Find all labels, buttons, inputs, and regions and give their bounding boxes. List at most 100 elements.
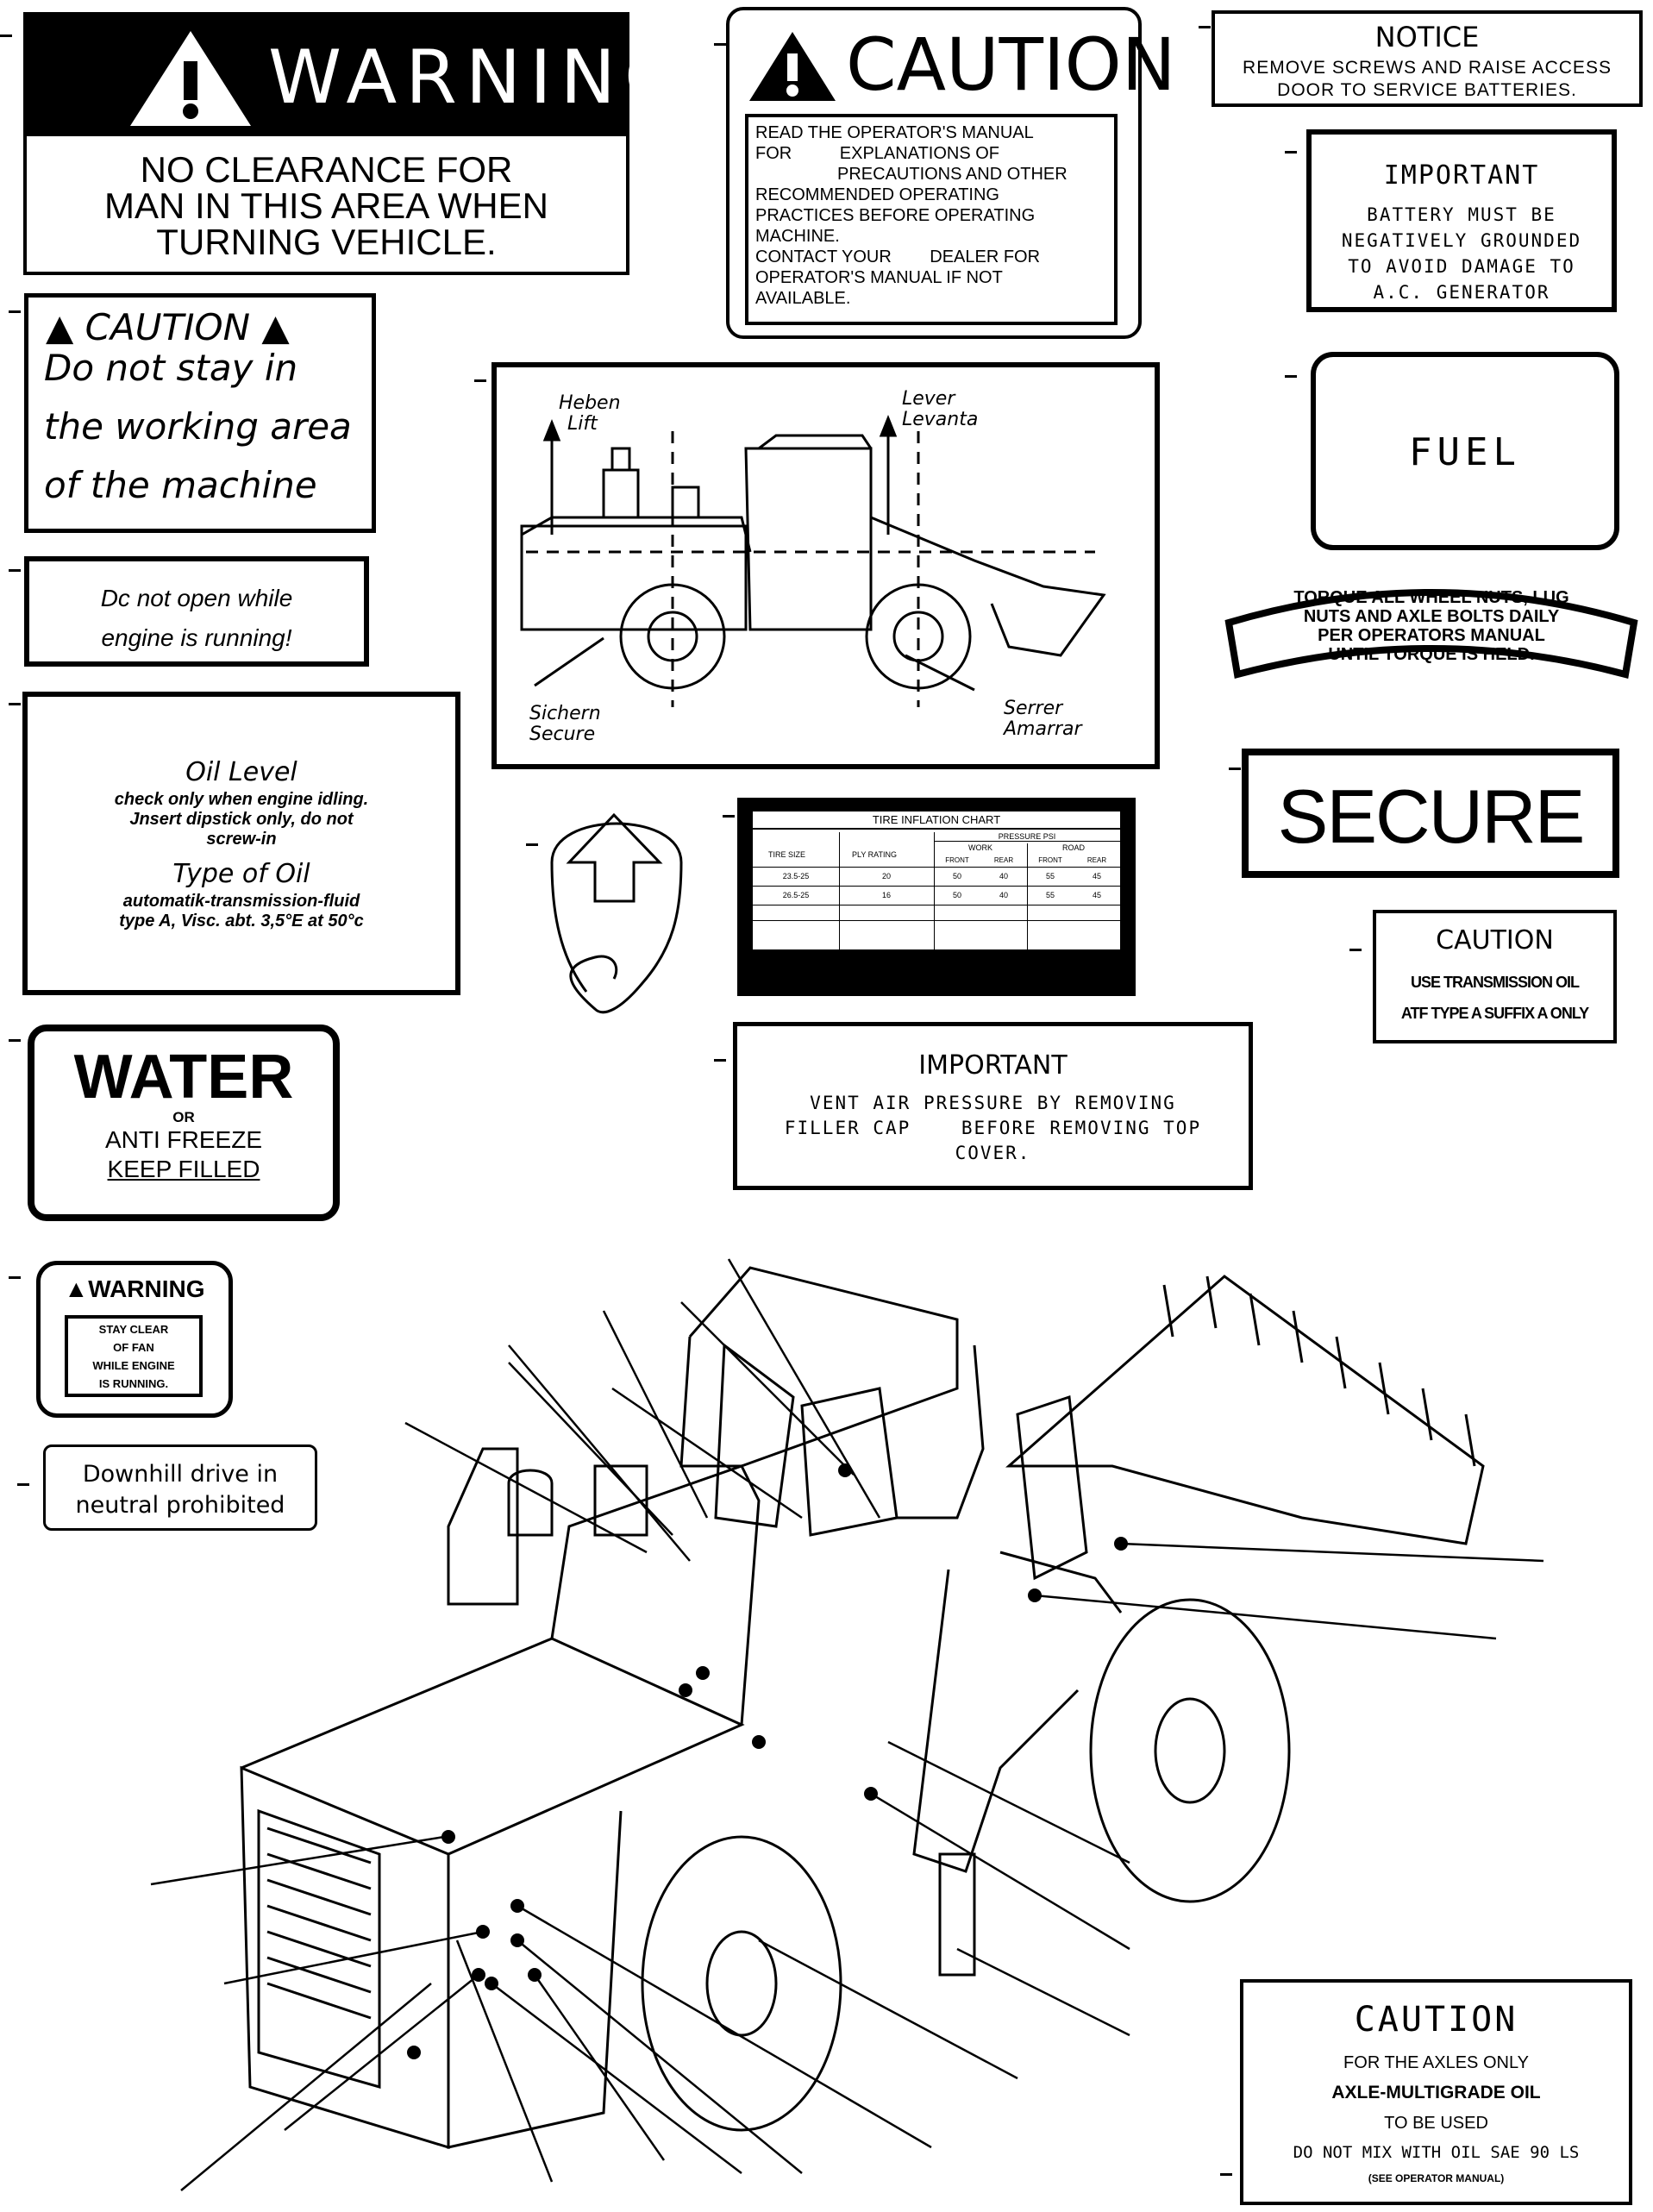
leader-dots [407,1463,1128,2059]
do-not-open-text: Dc not open while engine is running! [29,579,364,658]
cell: 20 [881,872,891,880]
text-line: VENT AIR PRESSURE BY REMOVING [810,1093,1176,1113]
decal-important-vent: IMPORTANT VENT AIR PRESSURE BY REMOVING … [733,1022,1253,1190]
text-line: Sichern [529,703,601,724]
cell: 40 [999,872,1008,880]
decal-secure: SECURE [1242,749,1619,878]
warning-triangle-icon [749,32,836,101]
text-line: Lift [567,413,598,435]
marker-dash [0,34,12,37]
decal-lift-diagram: Heben Lift Lever Levanta Sichern Secure … [492,362,1160,769]
lift-label: Heben Lift [559,393,621,435]
tire-subheaders: FRONT REAR FRONT REAR [934,856,1120,864]
caution-axles-line: FOR THE AXLES ONLY [1343,2053,1529,2072]
text-line: type A, Visc. abt. 3,5°E at 50°c [119,912,364,931]
decal-notice-batteries: NOTICE REMOVE SCREWS AND RAISE ACCESS DO… [1212,10,1643,107]
caution-axles-line: DO NOT MIX WITH OIL SAE 90 LS [1293,2143,1580,2162]
loader-side-view [520,414,1106,707]
text-line: IS RUNNING. [98,1377,169,1390]
fuel-label: FUEL [1409,430,1521,474]
important-header: IMPORTANT [918,1050,1068,1081]
oil-type-title: Type of Oil [172,859,310,889]
text-line: UNTIL TORQUE IS HELD. [1328,645,1535,664]
decal-oil-level: Oil Level check only when engine idling.… [22,692,460,995]
important-header: IMPORTANT [1383,160,1540,191]
text-line: Amarrar [1004,718,1082,740]
text-line: OPERATOR'S MANUAL IF NOT [755,268,1003,287]
text-line: Do not stay in [44,347,298,389]
text-line: FOR EXPLANATIONS OF [755,144,1000,163]
text-line: PRECAUTIONS AND OTHER [837,165,1068,184]
marker-dash [714,1059,726,1062]
caution-header: CAUTION [1436,925,1554,956]
text-line: READ THE OPERATOR'S MANUAL [755,123,1034,142]
lift-hook-symbol [550,812,683,1014]
work-header: WORK [968,843,992,852]
warning-header-bar: WARNING [27,16,682,136]
serrer-label: Serrer Amarrar [1004,699,1082,740]
oil-type-text: automatik-transmission-fluid type A, Vis… [28,892,455,931]
text-line: engine is running! [101,624,292,651]
marker-dash [1229,768,1241,770]
water-or: OR [172,1109,195,1125]
caution-header-text: CAUTION [85,306,250,348]
text-line: BATTERY MUST BE [1367,204,1556,225]
text-line: MACHINE. [755,227,840,246]
text-line: A.C. GENERATOR [1373,282,1550,303]
cell: 26.5-25 [782,891,810,899]
sub-header: REAR [1086,856,1107,864]
caution-transmission-text: USE TRANSMISSION OIL ATF TYPE A SUFFIX A… [1376,967,1613,1029]
marker-dash [526,843,538,846]
decal-warning-fan: ▲WARNING STAY CLEAR OF FAN WHILE ENGINE … [36,1261,233,1418]
text-line: Heben [559,392,621,414]
marker-dash [474,379,486,382]
cell: 45 [1092,872,1101,880]
oil-level-text: check only when engine idling. Jnsert di… [28,790,455,849]
important-battery-text: BATTERY MUST BE NEGATIVELY GROUNDED TO A… [1312,202,1612,305]
text-line: ATF TYPE A SUFFIX A ONLY [1400,1005,1589,1022]
text-line: CONTACT YOUR DEALER FOR [755,248,1041,266]
text-line: REMOVE SCREWS AND RAISE ACCESS [1243,58,1612,78]
text-line: screw-in [206,830,277,849]
water-line1: ANTI FREEZE [104,1126,262,1153]
text-line: FILLER CAP BEFORE REMOVING TOP [784,1118,1202,1138]
text-line: MAN IN THIS AREA WHEN [104,185,548,226]
text-line: the working area [44,405,352,448]
marker-dash [1220,2173,1232,2176]
sub-header: REAR [993,856,1014,864]
decal-caution-axles: CAUTION FOR THE AXLES ONLY AXLE-MULTIGRA… [1240,1979,1632,2205]
torque-text: TORQUE ALL WHEEL NUTS, LUG NUTS AND AXLE… [1220,588,1643,664]
caution-axles-line: TO BE USED [1384,2114,1488,2133]
marker-dash [9,1039,21,1042]
tire-chart-title: TIRE INFLATION CHART [753,813,1120,830]
text-line: PER OPERATORS MANUAL [1318,626,1545,645]
warning-fan-header: ▲WARNING [41,1275,229,1303]
warning-triangle-icon: ▲ [46,306,74,348]
text-line: automatik-transmission-fluid [122,892,360,911]
water-line2: KEEP FILLED [107,1156,260,1182]
text-line: neutral prohibited [75,1492,285,1519]
text-line: RECOMMENDED OPERATING [755,185,999,204]
decal-tire-chart: TIRE INFLATION CHART PRESSURE PSI TIRE S… [737,798,1136,996]
leader-lines [150,1258,1544,2191]
cell: 40 [999,891,1008,899]
text-line: TO AVOID DAMAGE TO [1348,256,1575,277]
marker-dash [9,703,21,705]
warning-triangle-icon [130,31,251,126]
marker-dash [1199,26,1211,28]
text-line: NEGATIVELY GROUNDED [1341,230,1582,251]
cell: 23.5-25 [782,872,810,880]
text-line: OF FAN [113,1341,154,1354]
tire-chart-table: TIRE INFLATION CHART PRESSURE PSI TIRE S… [753,811,1120,949]
cell: 55 [1045,891,1055,899]
cell: 50 [952,891,961,899]
text-line: NUTS AND AXLE BOLTS DAILY [1303,607,1560,626]
cell: 45 [1092,891,1101,899]
table-row: 23.5-25 20 50 40 55 45 [753,872,1120,880]
warning-fan-text: STAY CLEAR OF FAN WHILE ENGINE IS RUNNIN… [65,1315,203,1397]
caution-header: CAUTION [1354,2000,1518,2040]
cell: 16 [881,891,891,899]
warning-fan-header-text: WARNING [88,1275,205,1302]
text-line: Serrer [1004,698,1063,719]
text-line: Lever [902,388,955,410]
